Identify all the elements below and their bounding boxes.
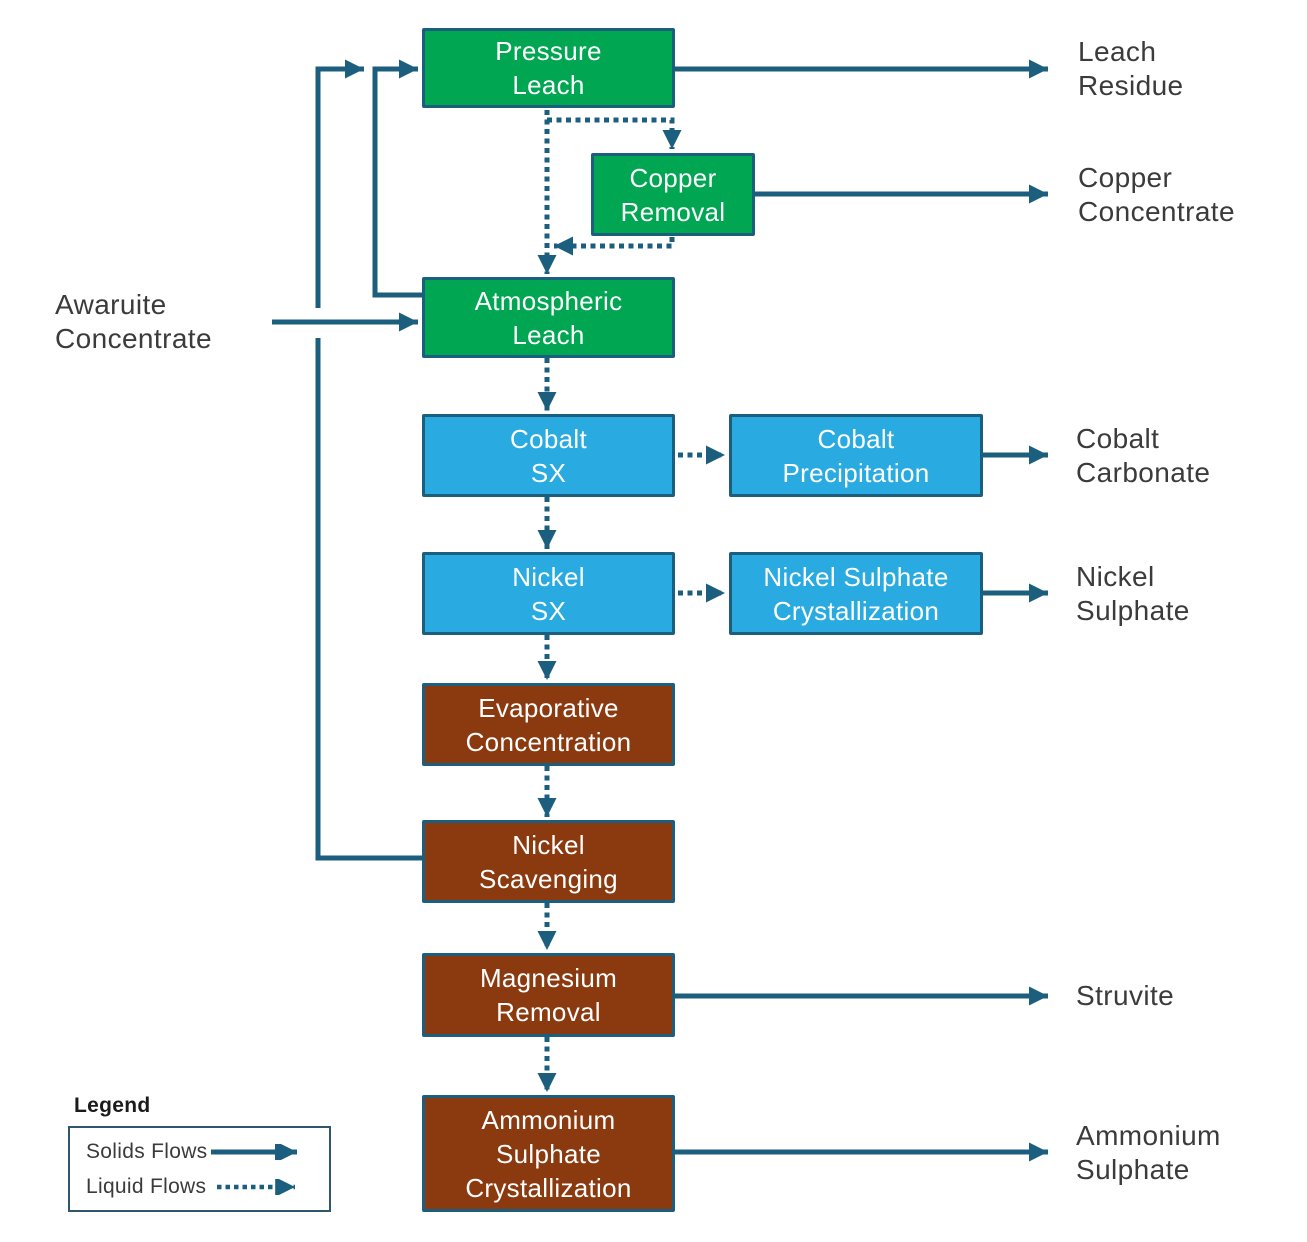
box-nickel-scavenging-label: Nickel Scavenging bbox=[479, 829, 618, 894]
box-copper-removal: Copper Removal bbox=[591, 153, 755, 236]
solid-arrow-icon bbox=[211, 1143, 297, 1160]
output-label-copper-concentrate: Copper Concentrate bbox=[1078, 162, 1235, 227]
flow-recycle-atmospheric-leach-to-pressure-leach bbox=[372, 59, 424, 298]
box-ammonium-sulphate-crystallization-label: Ammonium Sulphate Crystallization bbox=[465, 1104, 632, 1203]
output-label-cobalt-carbonate: Cobalt Carbonate bbox=[1076, 423, 1211, 488]
box-ammonium-sulphate-crystallization: Ammonium Sulphate Crystallization bbox=[422, 1095, 675, 1212]
box-evaporative-concentration: Evaporative Concentration bbox=[422, 683, 675, 766]
box-cobalt-sx-label: Cobalt SX bbox=[510, 423, 587, 488]
box-atmospheric-leach-label: Atmospheric Leach bbox=[474, 285, 623, 350]
box-pressure-leach-label: Pressure Leach bbox=[495, 36, 602, 100]
box-nickel-sulphate-crystallization-label: Nickel Sulphate Crystallization bbox=[763, 561, 949, 626]
dotted-arrow-icon bbox=[217, 1178, 295, 1195]
flow-recycle-nickel-scavenging-to-pressure-leach bbox=[315, 69, 424, 861]
box-nickel-sulphate-crystallization: Nickel Sulphate Crystallization bbox=[729, 552, 983, 635]
box-cobalt-precipitation: Cobalt Precipitation bbox=[729, 414, 983, 497]
input-label-awaruite-concentrate: Awaruite Concentrate bbox=[55, 289, 212, 354]
legend-solids-label: Solids Flows bbox=[86, 1139, 208, 1163]
legend-row-liquids: Liquid Flows bbox=[86, 1175, 313, 1199]
box-evaporative-concentration-label: Evaporative Concentration bbox=[465, 692, 632, 757]
box-atmospheric-leach: Atmospheric Leach bbox=[422, 277, 675, 358]
legend-title: Legend bbox=[74, 1094, 151, 1117]
box-cobalt-sx: Cobalt SX bbox=[422, 414, 675, 497]
legend-liquids-label: Liquid Flows bbox=[86, 1174, 207, 1198]
box-cobalt-precipitation-label: Cobalt Precipitation bbox=[782, 423, 930, 488]
legend-box: Solids Flows Liquid Flows bbox=[68, 1126, 331, 1212]
box-nickel-sx-label: Nickel SX bbox=[512, 561, 585, 626]
output-label-nickel-sulphate: Nickel Sulphate bbox=[1076, 561, 1190, 626]
legend: Legend Solids Flows Liquid Flows bbox=[68, 1094, 331, 1212]
flow-liquid-pressure-leach-to-copper-removal bbox=[547, 117, 682, 149]
box-copper-removal-label: Copper Removal bbox=[620, 162, 726, 227]
box-nickel-sx: Nickel SX bbox=[422, 552, 675, 635]
box-magnesium-removal-label: Magnesium Removal bbox=[479, 963, 618, 1027]
box-pressure-leach: Pressure Leach bbox=[422, 28, 675, 108]
output-label-leach-residue: Leach Residue bbox=[1078, 36, 1184, 101]
box-nickel-scavenging: Nickel Scavenging bbox=[422, 820, 675, 903]
box-magnesium-removal: Magnesium Removal bbox=[422, 953, 675, 1037]
flow-liquid-copper-removal-return bbox=[554, 236, 675, 256]
output-label-ammonium-sulphate: Ammonium Sulphate bbox=[1076, 1120, 1221, 1185]
legend-row-solids: Solids Flows bbox=[86, 1140, 313, 1164]
output-label-struvite: Struvite bbox=[1076, 980, 1175, 1011]
